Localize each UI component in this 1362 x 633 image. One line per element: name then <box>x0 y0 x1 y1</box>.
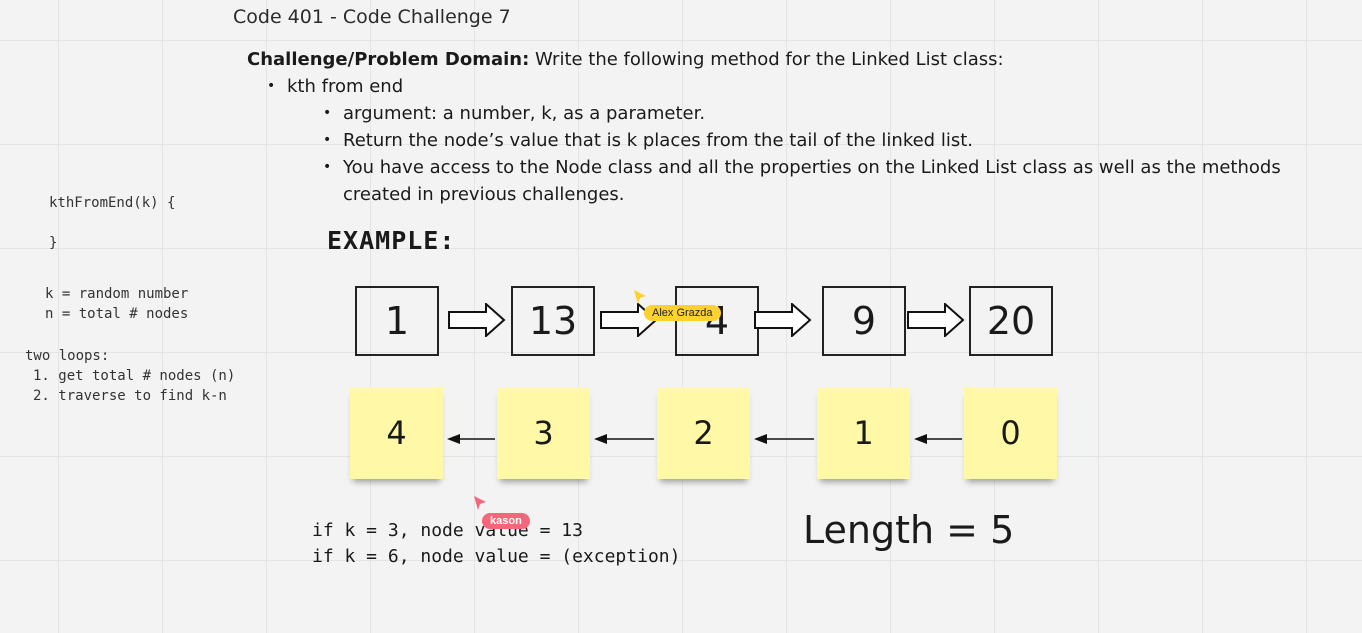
example-heading[interactable]: EXAMPLE: <box>327 226 456 255</box>
back-arrow-icon[interactable] <box>753 430 815 448</box>
signature-note[interactable]: kthFromEnd(k) { <box>49 195 176 211</box>
list-node[interactable]: 1 <box>355 286 439 356</box>
collaborator-cursor-icon <box>474 496 486 510</box>
problem-description[interactable]: Challenge/Problem Domain: Write the foll… <box>247 47 1347 208</box>
var-n-note[interactable]: n = total # nodes <box>45 306 189 322</box>
condition-k6: if k = 6, node value = (exception) <box>312 546 681 567</box>
index-sticky-note[interactable]: 4 <box>350 387 443 479</box>
loop-step-2[interactable]: 2. traverse to find k-n <box>33 388 227 404</box>
next-arrow-icon[interactable] <box>754 303 812 337</box>
back-arrow-icon[interactable] <box>913 430 963 448</box>
detail-argument: argument: a number, k, as a parameter. <box>247 100 1347 127</box>
length-label[interactable]: Length = 5 <box>803 508 1015 552</box>
list-node[interactable]: 4 <box>675 286 759 356</box>
list-node[interactable]: 20 <box>969 286 1053 356</box>
collaborator-tag-kason: kason <box>482 513 530 529</box>
index-sticky-note[interactable]: 2 <box>657 387 750 479</box>
index-sticky-note[interactable]: 0 <box>964 387 1057 479</box>
back-arrow-icon[interactable] <box>446 430 496 448</box>
frame-title[interactable]: Code 401 - Code Challenge 7 <box>233 6 511 28</box>
index-sticky-note[interactable]: 3 <box>497 387 590 479</box>
collaborator-tag-alex: Alex Grazda <box>644 305 721 321</box>
list-node[interactable]: 13 <box>511 286 595 356</box>
index-sticky-note[interactable]: 1 <box>817 387 910 479</box>
collaborator-cursor-icon <box>634 290 646 304</box>
loop-step-1[interactable]: 1. get total # nodes (n) <box>33 368 236 384</box>
list-node[interactable]: 9 <box>822 286 906 356</box>
problem-lead-bold: Challenge/Problem Domain: <box>247 49 530 70</box>
detail-return: Return the node’s value that is k places… <box>247 127 1347 154</box>
next-arrow-icon[interactable] <box>907 303 965 337</box>
problem-bullets: kth from end argument: a number, k, as a… <box>247 73 1347 208</box>
back-arrow-icon[interactable] <box>593 430 655 448</box>
problem-lead-text: Write the following method for the Linke… <box>529 49 1004 70</box>
method-name: kth from end <box>247 73 1347 100</box>
problem-lead: Challenge/Problem Domain: Write the foll… <box>247 47 1347 73</box>
detail-access: You have access to the Node class and al… <box>247 154 1343 208</box>
var-k-note[interactable]: k = random number <box>45 286 189 302</box>
loops-title-note[interactable]: two loops: <box>25 348 110 364</box>
next-arrow-icon[interactable] <box>600 303 658 337</box>
next-arrow-icon[interactable] <box>448 303 506 337</box>
closing-brace-note[interactable]: } <box>49 235 58 251</box>
